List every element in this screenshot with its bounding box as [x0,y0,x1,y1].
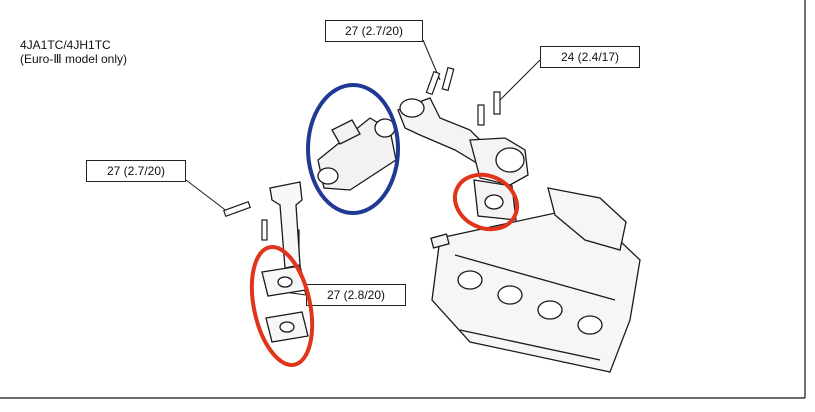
egr-cooler-inlet [317,167,339,185]
model-subtitle: (Euro-Ⅲ model only) [20,52,127,66]
port-3 [537,300,563,320]
bolt-left [222,200,252,218]
manifold-stud [430,233,450,249]
gasket-hole [279,321,295,333]
leader-left [185,179,229,213]
port-2 [497,285,523,305]
manifold-rib [454,254,616,301]
egr-valve-actuator [495,147,525,173]
tube-flange [399,98,425,118]
port-4 [577,315,603,335]
flange-hole [277,276,293,288]
manifold-base-rib [459,329,601,361]
bolt-top-2 [441,66,455,92]
egr-pipe-body [269,181,303,269]
red-highlight-valve [452,172,520,232]
bolt-top-1 [425,70,441,96]
port-1 [457,270,483,290]
torque-callout-bottom: 27 (2.8/20) [306,284,406,306]
red-highlight-flange [249,245,315,367]
egr-valve-assembly [397,97,529,221]
torque-callout-left: 27 (2.7/20) [86,160,186,182]
egr-cooler [317,117,397,191]
egr-pipe [261,181,309,343]
torque-callout-top-right: 24 (2.4/17) [540,46,640,68]
manifold-throttle [547,187,627,251]
valve-gasket-hole [484,194,504,210]
bolt-top-right [493,91,501,115]
leader-top-right [499,59,541,101]
stud-1 [261,219,268,241]
blue-highlight-circle [306,83,400,215]
bolt-mid [477,104,485,126]
intake-manifold [430,187,641,373]
model-title: 4JA1TC/4JH1TC [20,38,111,52]
torque-callout-top: 27 (2.7/20) [325,20,423,42]
egr-cooler-fin [331,119,361,145]
